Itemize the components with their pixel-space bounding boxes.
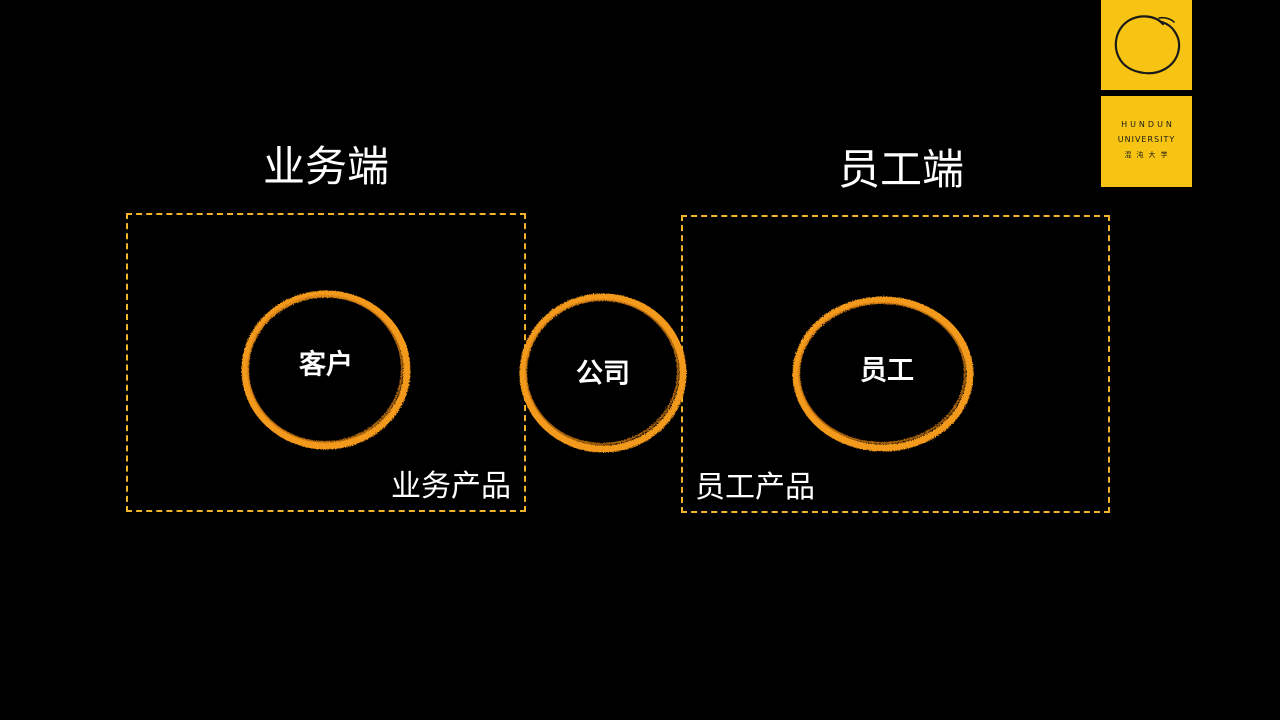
logo-subtitle: UNIVERSITY — [1117, 135, 1176, 144]
employee-product-label: 员工产品 — [695, 470, 815, 505]
employee-label: 员工 — [860, 355, 914, 387]
logo-chinese-name: 混沌大学 — [1124, 151, 1173, 159]
business-side-title: 业务端 — [263, 142, 390, 191]
logo-name: HUNDUN — [1121, 120, 1175, 129]
employee-side-title: 员工端 — [838, 145, 965, 194]
logo-text-block: HUNDUN UNIVERSITY 混沌大学 — [1101, 96, 1192, 187]
business-product-label: 业务产品 — [391, 469, 511, 504]
company-ring — [519, 293, 687, 453]
customer-label: 客户 — [299, 349, 353, 381]
ink-circle-icon — [1114, 15, 1181, 75]
company-label: 公司 — [576, 358, 630, 390]
customer-ring — [241, 290, 411, 450]
logo-mark — [1101, 0, 1192, 90]
employee-ring — [792, 296, 974, 452]
